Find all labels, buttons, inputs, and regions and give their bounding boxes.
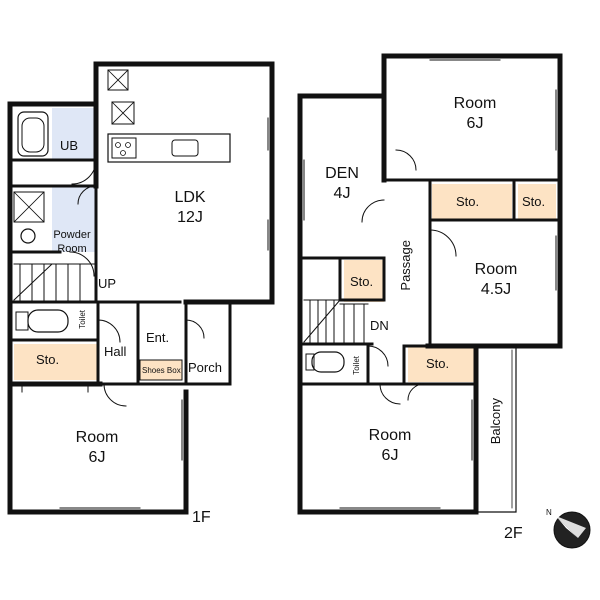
toilet-1f-label: Toilet: [78, 310, 87, 329]
entrance-label: Ent.: [146, 330, 170, 345]
powder-room-label-line2: Room: [57, 242, 87, 255]
wall-2f-top-room: [381, 53, 563, 187]
powder-room-label-line1: Powder: [53, 229, 91, 241]
ub-fill: [52, 108, 96, 160]
storage-2f-low-label: Sto.: [426, 356, 450, 371]
powder-room-fill: [52, 186, 96, 252]
compass: [553, 511, 591, 549]
balcony-rail: [475, 345, 517, 513]
floor-1-label: 1F: [192, 509, 211, 526]
bathtub: [17, 111, 49, 157]
hall-label: Hall: [104, 344, 127, 359]
wall-1f-ldk: [93, 61, 275, 305]
room-2f-bottom-name: Room: [368, 427, 412, 444]
powder-sink: [20, 228, 36, 244]
stairs-down-label: DN: [370, 318, 389, 333]
storage-2f-b-fill: [518, 184, 556, 220]
balcony-label: Balcony: [488, 398, 503, 445]
storage-2f-mid-label: Sto.: [350, 274, 374, 289]
toilet-2f-fixture: [311, 351, 345, 373]
passage-label: Passage: [398, 240, 413, 291]
room-2f-top-name: Room: [453, 95, 497, 112]
kitchen-counter: [107, 133, 231, 163]
ldk-vent-2: [111, 101, 135, 125]
storage-2f-a-label: Sto.: [456, 194, 480, 209]
ldk-name: LDK: [174, 189, 206, 206]
storage-1f-label: Sto.: [36, 352, 60, 367]
storage-2f-low-fill: [408, 346, 474, 382]
room-2f-top-size: 6J: [466, 115, 484, 132]
floor-2-label: 2F: [504, 525, 523, 542]
toilet-2f-label: Toilet: [352, 356, 361, 375]
room-1f-name: Room: [75, 429, 119, 446]
room-1f-size: 6J: [88, 449, 106, 466]
shoes-box-label: Shoes Box: [142, 366, 181, 375]
room-2f-mid-name: Room: [474, 261, 518, 278]
floor-1-plan: [7, 61, 275, 515]
ub-label: UB: [60, 138, 79, 153]
storage-2f-b-label: Sto.: [522, 194, 546, 209]
den-size: 4J: [333, 185, 351, 202]
stairs-up-label: UP: [98, 276, 117, 291]
ldk-label: LDK 12J: [160, 188, 220, 228]
compass-north-label: N: [546, 508, 552, 517]
room-1f-label: Room 6J: [62, 428, 132, 468]
room-2f-top-label: Room 6J: [440, 94, 510, 134]
shoes-box-fill: [139, 359, 183, 381]
toilet-1f-fixture: [27, 309, 69, 333]
room-2f-mid-size: 4.5J: [480, 281, 512, 298]
storage-2f-mid-fill: [344, 260, 384, 302]
storage-1f-fill: [14, 344, 98, 380]
ldk-size: 12J: [177, 209, 203, 226]
ldk-vent-1: [107, 69, 129, 91]
room-2f-bottom-size: 6J: [381, 447, 399, 464]
floor-2-plan: [297, 53, 563, 515]
den-label: DEN 4J: [314, 164, 370, 204]
powder-room-label: Powder Room: [40, 229, 104, 257]
den-name: DEN: [325, 165, 359, 182]
porch-label: Porch: [188, 360, 222, 375]
room-2f-mid-label: Room 4.5J: [458, 260, 534, 300]
room-2f-bottom-label: Room 6J: [354, 426, 426, 466]
storage-2f-a-fill: [432, 184, 512, 220]
washer-box: [13, 191, 45, 223]
